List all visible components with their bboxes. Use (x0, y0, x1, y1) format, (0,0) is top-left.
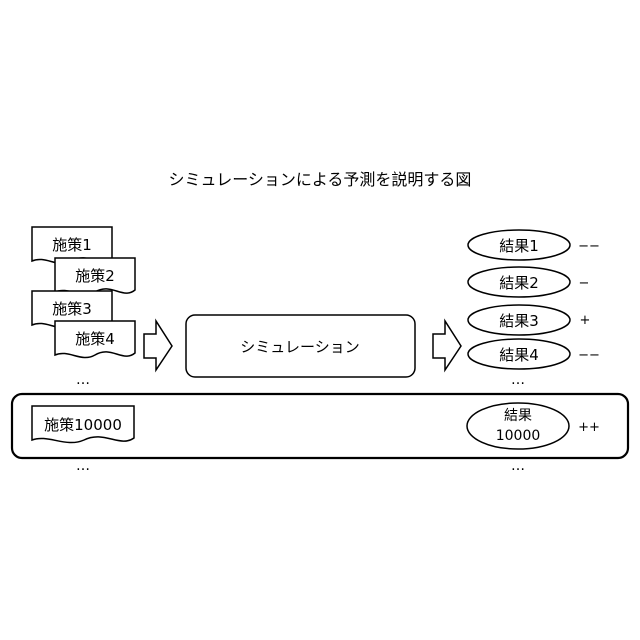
results-ellipsis: … (511, 372, 525, 388)
result-sign: − (579, 276, 590, 291)
results-ellipsis-bottom: … (511, 458, 525, 474)
measure-doc-label: 施策10000 (44, 416, 122, 434)
arrow-right-icon (433, 321, 461, 370)
result-sign: + (580, 313, 591, 328)
result-label: 結果4 (499, 346, 539, 364)
result-ellipse-2: 結果2 (468, 267, 570, 297)
simulation-label: シミュレーション (240, 338, 359, 356)
result-label: 結果3 (499, 312, 539, 330)
measures-ellipsis-bottom: … (76, 458, 90, 474)
result-label-line1: 結果 (504, 408, 532, 424)
measure-doc-label: 施策4 (75, 330, 115, 348)
result-label: 結果2 (499, 274, 539, 292)
measure-doc-label: 施策2 (75, 267, 115, 285)
result-ellipse-3: 結果3 (468, 305, 570, 335)
result-label-line2: 10000 (496, 428, 541, 444)
result-sign: ++ (578, 420, 600, 435)
result-ellipse-4: 結果4 (468, 339, 570, 369)
measures-ellipsis: … (76, 372, 90, 388)
measure-doc-label: 施策1 (52, 236, 92, 254)
result-ellipse-10000: 結果 10000 (467, 403, 569, 449)
arrow-right-icon (144, 321, 172, 370)
result-sign: −− (578, 239, 600, 254)
measure-doc-10000: 施策10000 (32, 406, 134, 443)
result-sign: −− (578, 348, 600, 363)
measure-doc-4: 施策4 (55, 321, 135, 358)
measure-doc-2: 施策2 (55, 258, 135, 295)
result-label: 結果1 (499, 237, 539, 255)
measure-doc-label: 施策3 (52, 300, 92, 318)
result-ellipse-1: 結果1 (468, 230, 570, 260)
